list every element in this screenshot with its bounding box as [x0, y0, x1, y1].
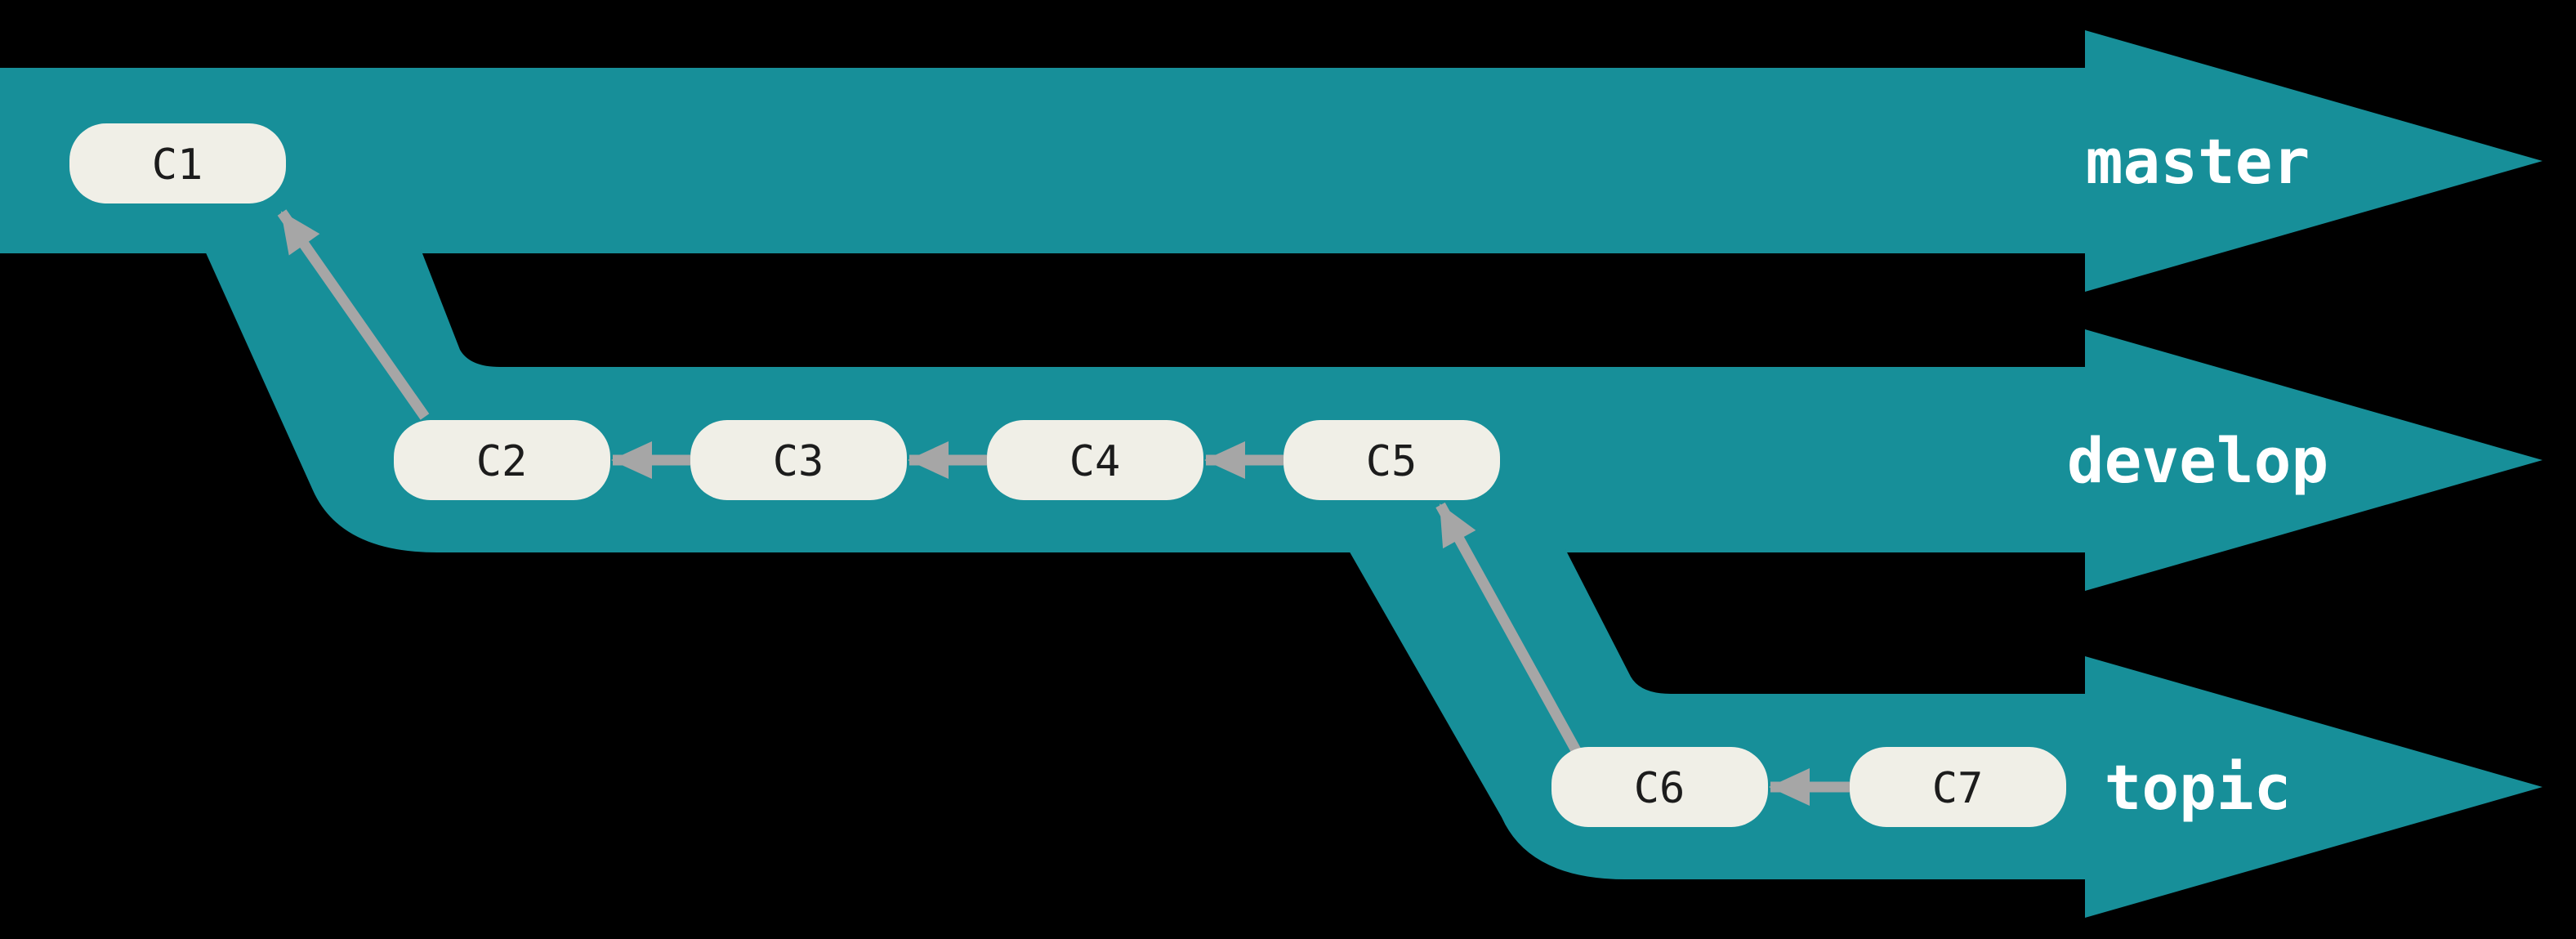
commit-label-c2: C2: [476, 437, 528, 486]
parent-arrow-c2-c1: [277, 209, 430, 420]
commit-node-c2: [394, 420, 610, 500]
commit-label-c1: C1: [152, 141, 203, 190]
commit-label-c4: C4: [1069, 437, 1121, 486]
master-branch-band: [0, 30, 2543, 292]
commit-node-c3: [690, 420, 907, 500]
commit-node-c6: [1551, 747, 1768, 827]
topic-branch-band: [1348, 549, 2543, 918]
commit-node-c1: [69, 123, 286, 203]
commit-label-c5: C5: [1366, 437, 1417, 486]
commit-label-c7: C7: [1932, 764, 1984, 813]
commit-node-c4: [987, 420, 1203, 500]
branch-label-topic: topic: [2105, 751, 2292, 824]
parent-arrow-c6-c5: [1435, 502, 1582, 755]
commit-label-c6: C6: [1634, 764, 1685, 813]
branch-label-master: master: [2086, 125, 2310, 198]
commit-label-c3: C3: [773, 437, 824, 486]
branch-label-develop: develop: [2067, 424, 2328, 497]
commit-node-c7: [1850, 747, 2066, 827]
commit-node-c5: [1284, 420, 1500, 500]
